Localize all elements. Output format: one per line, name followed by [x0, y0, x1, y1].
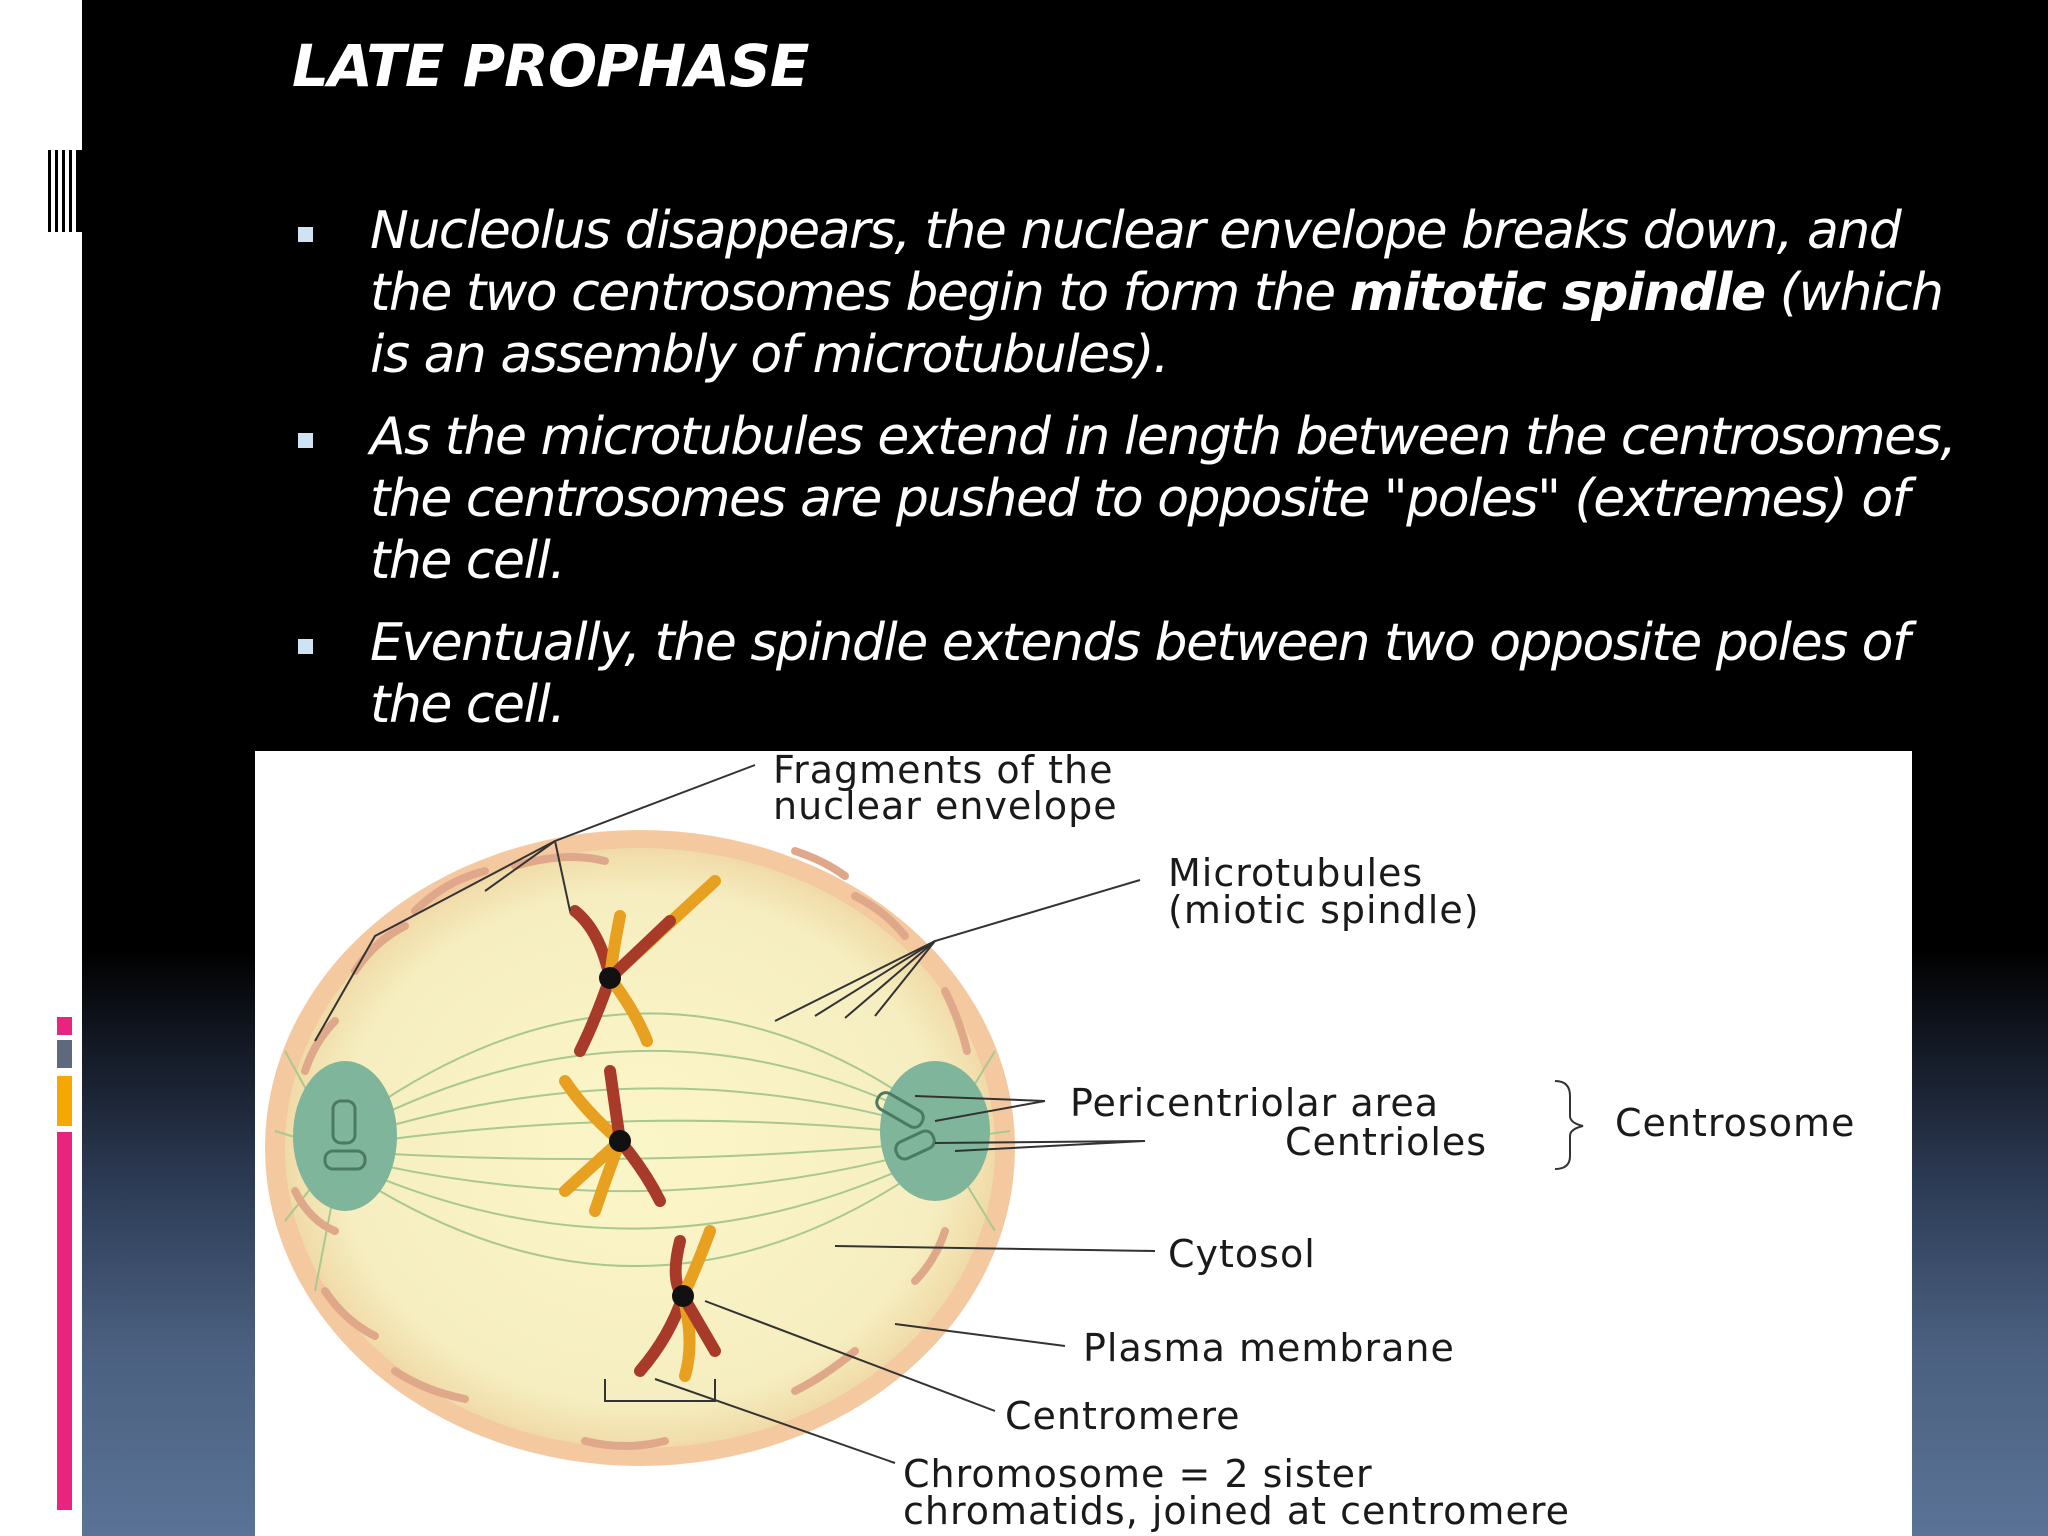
cytosol — [285, 848, 995, 1448]
chromosome-middle — [559, 1065, 666, 1217]
centrosome-right — [875, 1061, 990, 1201]
centrosome-brace — [1554, 1080, 1584, 1170]
label-microtubules-line2: (miotic spindle) — [1168, 888, 1480, 932]
spindle-fibers — [274, 1012, 1011, 1292]
label-microtubules-line1: Microtubules — [1168, 851, 1424, 895]
bullet-square-icon — [298, 227, 313, 242]
bullet-list: Nucleolus disappears, the nuclear envelo… — [292, 200, 1992, 756]
label-centrioles: Centrioles — [1285, 1120, 1488, 1164]
label-chromosome-line2: chromatids, joined at centromere — [903, 1489, 1570, 1533]
bullet-text: As the microtubules extend in length bet… — [370, 407, 1957, 591]
bullet-item: Eventually, the spindle extends between … — [292, 612, 1992, 736]
bullet-item: As the microtubules extend in length bet… — [292, 406, 1992, 592]
bullet-text-end: (which is an assembly of microtubules). — [370, 263, 1944, 385]
accent-bar-gray — [57, 1040, 72, 1068]
bullet-square-icon — [298, 639, 313, 654]
accent-bar-pink-long — [57, 1132, 72, 1510]
chromosome-top — [569, 875, 721, 1057]
label-pericentriolar-area: Pericentriolar area — [1070, 1081, 1440, 1125]
late-prophase-cell-diagram: Fragments of the nuclear envelope Microt… — [255, 751, 1912, 1536]
accent-bar-yellow — [57, 1076, 72, 1126]
slide-title: LATE PROPHASE — [292, 32, 809, 100]
bullet-emphasis: mitotic spindle — [1349, 263, 1767, 323]
label-centromere: Centromere — [1005, 1394, 1241, 1438]
label-plasma-membrane: Plasma membrane — [1083, 1326, 1455, 1370]
label-fragments-line1: Fragments of the — [773, 751, 1114, 792]
bullet-item: Nucleolus disappears, the nuclear envelo… — [292, 200, 1992, 386]
decorative-stripes — [48, 150, 82, 232]
nuclear-envelope-fragments — [291, 847, 971, 1450]
accent-bar-pink-small — [57, 1017, 72, 1035]
bullet-text: Nucleolus disappears, the nuclear envelo… — [370, 201, 1902, 323]
label-chromosome-line1: Chromosome = 2 sister — [903, 1452, 1373, 1496]
centrosome-left — [293, 1061, 397, 1211]
chromosome-bottom — [634, 1225, 721, 1382]
bullet-square-icon — [298, 433, 313, 448]
bullet-text: Eventually, the spindle extends between … — [370, 613, 1910, 735]
label-centrosome: Centrosome — [1615, 1101, 1856, 1145]
cell-illustration — [265, 764, 1584, 1466]
label-cytosol: Cytosol — [1168, 1232, 1316, 1276]
label-fragments-line2: nuclear envelope — [773, 784, 1118, 828]
leader-lines — [314, 764, 1156, 1464]
